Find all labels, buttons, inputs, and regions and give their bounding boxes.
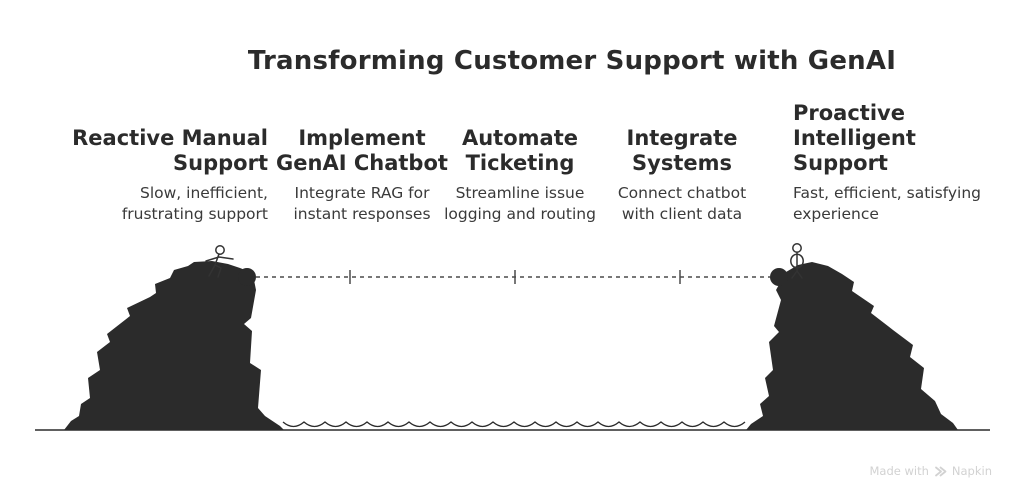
step-heading: Automate Ticketing [461,126,578,175]
left-anchor-dot [238,268,256,286]
page-title: Transforming Customer Support with GenAI [247,46,897,76]
step-description: Streamline issue logging and routing [444,184,596,223]
watermark-brand: Napkin [951,464,992,478]
step-description: Fast, efficient, satisfying experience [793,184,981,223]
step-description: Integrate RAG for instant responses [293,184,431,223]
watermark: Made with Napkin [870,464,993,478]
left-stick-figure [205,245,234,278]
step-description: Connect chatbot with client data [617,184,747,223]
left-cliff [64,261,284,430]
bridge-tick-marks [349,270,681,284]
step-heading: Integrate Systems [626,126,738,175]
water-wave-line [282,421,746,428]
step-heading: Implement GenAI Chatbot [276,126,448,175]
napkin-logo-icon [935,466,947,476]
step-heading: Reactive Manual Support [72,126,268,175]
step-description: Slow, inefficient, frustrating support [121,184,268,223]
step-heading: Proactive Intelligent Support [793,101,916,175]
right-anchor-dot [770,268,788,286]
right-stick-figure [790,243,804,279]
watermark-prefix: Made with [869,464,929,478]
right-cliff [746,262,958,430]
